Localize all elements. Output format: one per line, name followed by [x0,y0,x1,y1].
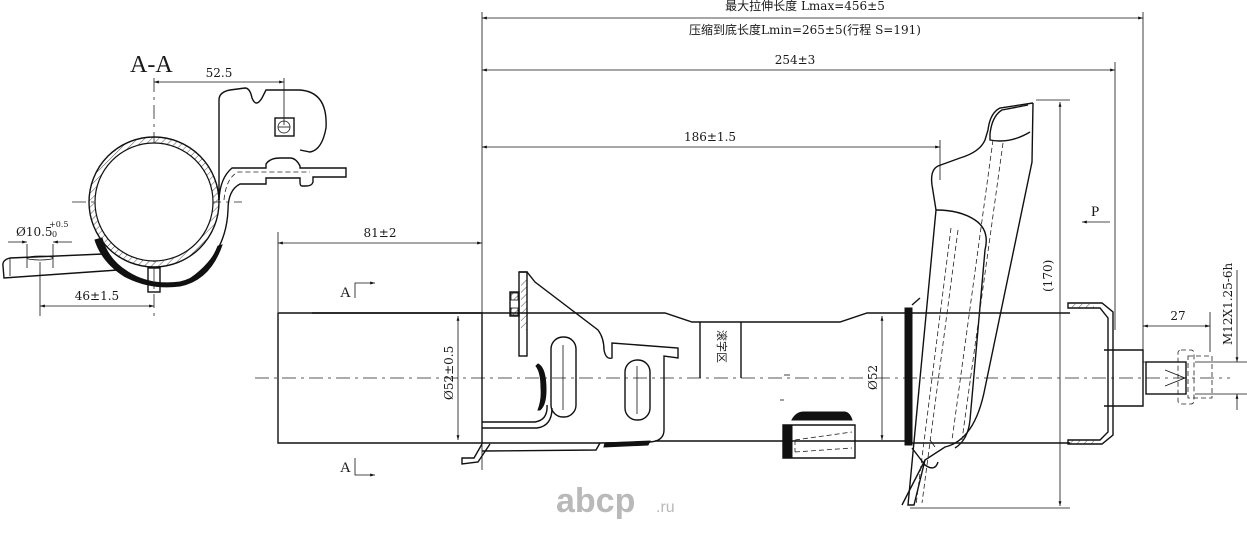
upper-spring-seat [901,102,1034,506]
height-dimension: (170) P [910,99,1110,509]
watermark-brand: abcp [556,482,635,520]
marking-zone-label: 滚字区 [715,330,729,363]
section-dim-52-5: 52.5 [206,66,233,80]
strut-body: 滚字区 Ø52±0.5 Ø52 [255,312,1230,444]
top-cap-and-rod [1067,302,1213,445]
view-arrow-label: P [1091,204,1099,220]
section-mark-top: A [340,285,351,301]
section-mark-bottom: A [340,460,351,476]
length-81-label: 81±2 [364,226,397,240]
hole-tol-lower: 0 [52,230,57,239]
section-view-a-a: A-A 52.5 Ø10.5 +0.5 0 [2,52,347,316]
height-170-label: (170) [1041,260,1055,292]
dia-52-tol-label: Ø52±0.5 [442,346,456,400]
section-dim-hole: Ø10.5 [16,225,53,239]
overall-dimensions: 最大拉伸长度 Lmax=456±5 压缩到底长度Lmin=265±5(行程 S=… [277,0,1144,470]
section-marks: A A [340,281,375,477]
section-title: A-A [130,52,173,78]
length-186-label: 186±1.5 [684,130,736,144]
knuckle-bracket [461,271,679,465]
watermark-suffix: .ru [656,499,675,516]
thread-label: M12X1.25-6h [1221,262,1235,345]
length-254-label: 254±3 [775,53,816,67]
max-length-label: 最大拉伸长度 Lmax=456±5 [725,0,885,13]
lower-spring-pad [780,374,856,459]
hole-tol-upper: +0.5 [49,220,68,229]
min-length-label: 压缩到底长度Lmin=265±5(行程 S=191) [689,22,921,37]
stud-27-label: 27 [1170,309,1185,323]
stud-dimensions: 27 M12X1.25-6h [1143,262,1247,410]
section-dim-46: 46±1.5 [75,289,119,303]
dia-52-label: Ø52 [866,365,880,390]
watermark: abcp .ru [556,482,675,520]
